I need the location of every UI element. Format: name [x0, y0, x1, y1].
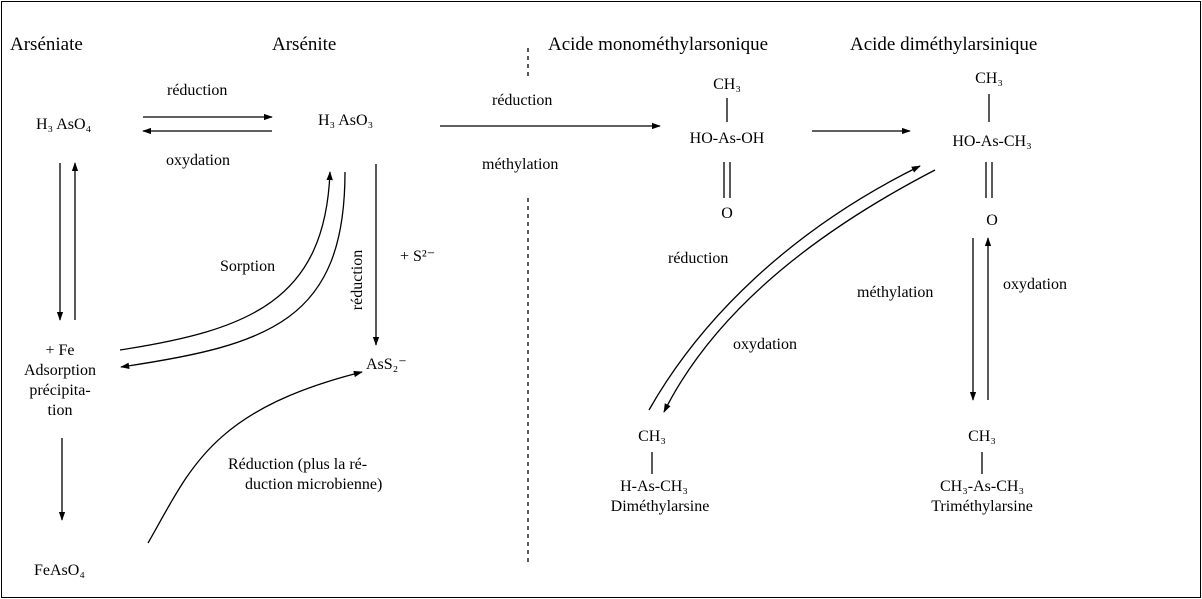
trimethylarsine-ch3: CH₃ [968, 428, 996, 445]
arrow-sorption-down [120, 171, 346, 369]
label-oxidation-top: oxydation [166, 152, 230, 169]
label-microbial-2: duction microbienne) [245, 476, 383, 493]
arrow-sorption-up [119, 171, 333, 351]
fe-line-3: précipita- [29, 382, 91, 399]
header-arsenite: Arsénite [272, 34, 337, 55]
label-reduction-vertical: réduction [349, 249, 366, 311]
species-h3aso4: H₃ AsO₄ [36, 116, 92, 133]
species-feaso4: FeAsO₄ [34, 562, 85, 579]
label-sulfide: + S²⁻ [400, 248, 436, 265]
label-methylation-mid: méthylation [482, 156, 559, 173]
trimethylarsine-name: Triméthylarsine [931, 498, 1033, 515]
header-arseniate: Arséniate [10, 34, 83, 55]
label-reduction-top: réduction [167, 82, 228, 99]
label-methylation-right: méthylation [857, 284, 934, 301]
dma-oxygen: O [986, 212, 998, 229]
label-sorption: Sorption [220, 258, 276, 275]
species-ass2: AsS₂⁻ [366, 356, 407, 373]
fe-line-2: Adsorption [24, 362, 96, 379]
dimethylarsine-ch3: CH₃ [638, 428, 666, 445]
species-h3aso3: H₃ AsO₃ [318, 112, 374, 129]
header-mma: Acide monométhylarsonique [548, 34, 769, 55]
dma-ch3: CH₃ [975, 70, 1003, 87]
header-dma: Acide diméthylarsinique [850, 34, 1038, 55]
arrow-microbial-reduction [147, 370, 363, 544]
mma-core: HO-As-OH [689, 130, 765, 147]
label-reduction-curve: réduction [668, 250, 729, 267]
fe-line-1: + Fe [45, 342, 75, 359]
fe-line-4: tion [47, 402, 73, 419]
dimethylarsine-name: Diméthylarsine [610, 498, 710, 515]
label-microbial-1: Réduction (plus la ré- [228, 456, 368, 473]
mma-oxygen: O [721, 205, 733, 222]
dimethylarsine-core: H-As-CH₃ [620, 478, 688, 495]
arrow-reduction-curve [648, 165, 921, 411]
label-oxidation-curve: oxydation [733, 336, 797, 353]
mma-ch3: CH₃ [713, 76, 741, 93]
dma-core: HO-As-CH₃ [952, 133, 1032, 150]
label-reduction-mid: réduction [492, 92, 553, 109]
arrow-oxidation-curve [663, 169, 936, 413]
trimethylarsine-core: CH₃-As-CH₃ [939, 478, 1025, 495]
label-oxidation-right: oxydation [1003, 276, 1067, 293]
